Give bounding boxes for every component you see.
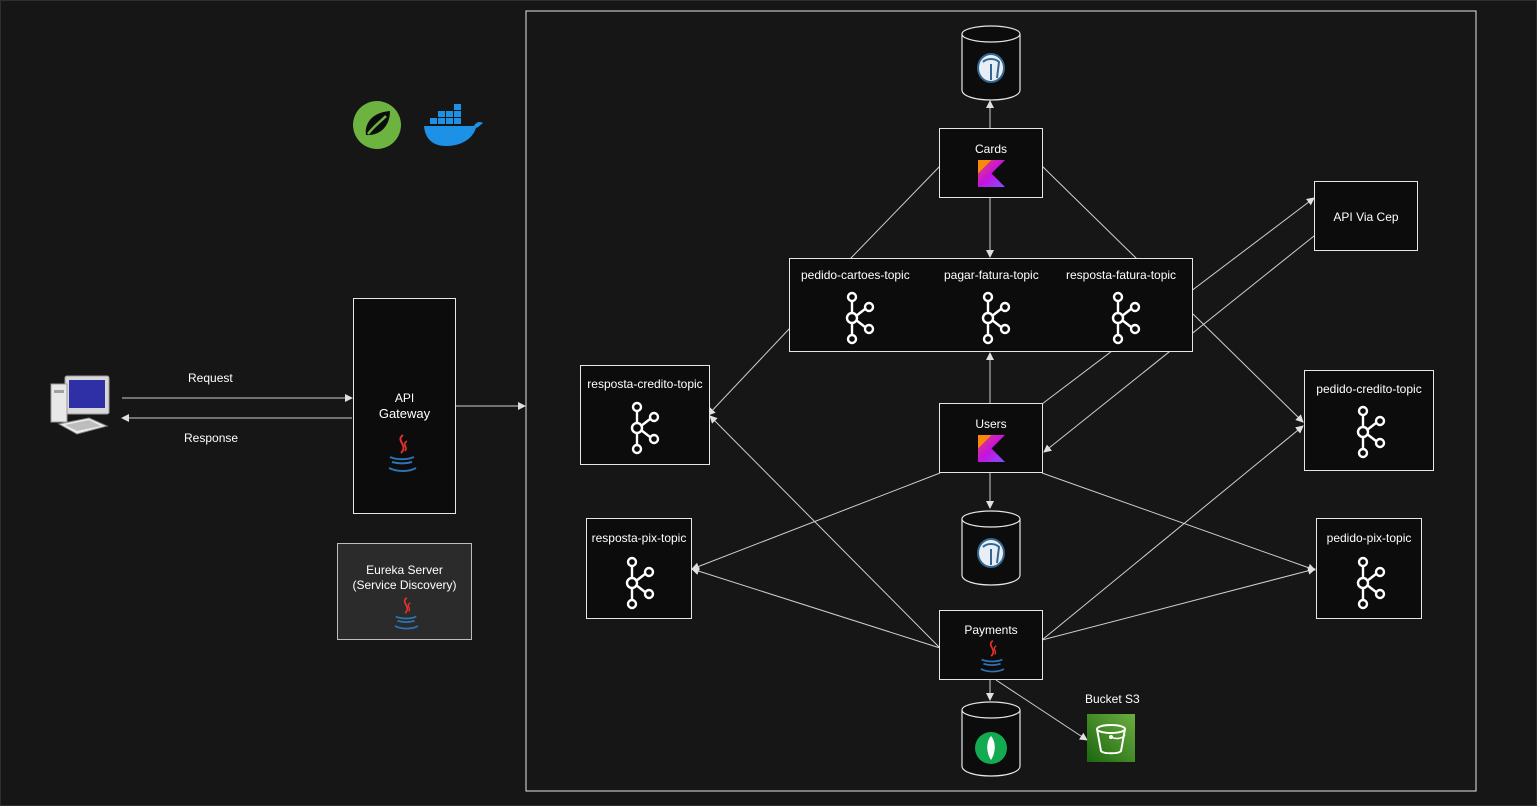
system-boundary <box>525 10 1477 792</box>
pagar-fatura-topic-label: pagar-fatura-topic <box>944 268 1039 282</box>
cards-resposta-fatura-line <box>1041 165 1138 260</box>
users-resposta-pix-arrow <box>691 472 941 571</box>
postgresql-logo-icon <box>961 25 1021 101</box>
payments-service-box[interactable]: Payments <box>939 610 1043 680</box>
docker-logo-icon <box>424 104 483 146</box>
gateway-label-line2: Gateway <box>378 406 431 421</box>
resposta-credito-topic-label: resposta-credito-topic <box>587 377 703 391</box>
pedido-cartoes-topic-label: pedido-cartoes-topic <box>801 268 910 282</box>
payments-pedido-credito-arrow <box>1041 425 1304 641</box>
users-label: Users <box>975 417 1007 431</box>
kafka-logo-icon <box>1111 291 1141 345</box>
api-via-cep-label: API Via Cep <box>1333 210 1399 224</box>
cards-service-box[interactable]: Cards <box>939 128 1043 198</box>
payments-resposta-credito-arrow <box>709 415 941 649</box>
s3-bucket-icon[interactable] <box>1087 714 1135 762</box>
pedido-credito-topic-box: pedido-credito-topic <box>1304 370 1434 471</box>
spring-logo-icon <box>353 101 401 149</box>
pedido-pix-topic-box: pedido-pix-topic <box>1316 518 1422 619</box>
topics-resposta-credito-arrow <box>707 327 791 416</box>
pedido-pix-topic-label: pedido-pix-topic <box>1326 531 1412 545</box>
java-logo-icon <box>394 597 419 630</box>
topic-group-box: pedido-cartoes-topic pagar-fatura-topic … <box>789 258 1193 352</box>
kafka-logo-icon <box>1356 556 1386 610</box>
topics-pedido-credito-arrow <box>1192 313 1304 423</box>
payments-label: Payments <box>964 623 1018 637</box>
resposta-fatura-topic-label: resposta-fatura-topic <box>1066 268 1177 282</box>
eureka-server-box[interactable]: Eureka Server (Service Discovery) <box>337 543 472 640</box>
kotlin-logo-icon <box>978 435 1005 462</box>
payments-pedido-pix-arrow <box>1041 566 1316 641</box>
api-via-cep-box[interactable]: API Via Cep <box>1314 181 1418 251</box>
request-label: Request <box>188 371 233 385</box>
bucket-s3-label: Bucket S3 <box>1085 692 1140 706</box>
users-service-box[interactable]: Users <box>939 403 1043 473</box>
computer-icon <box>50 375 110 435</box>
cards-label: Cards <box>974 142 1007 156</box>
users-pedido-pix-arrow <box>1041 472 1316 572</box>
kafka-logo-icon <box>630 401 660 455</box>
kafka-logo-icon <box>625 556 655 610</box>
mongodb-logo-icon <box>961 701 1021 777</box>
resposta-credito-topic-box: resposta-credito-topic <box>580 365 710 465</box>
postgresql-logo-icon <box>961 510 1021 586</box>
payments-s3-arrow <box>995 679 1088 741</box>
payments-resposta-pix-arrow <box>691 567 941 649</box>
pedido-credito-topic-label: pedido-credito-topic <box>1316 382 1422 396</box>
resposta-pix-topic-label: resposta-pix-topic <box>591 531 687 545</box>
kafka-logo-icon <box>845 291 875 345</box>
eureka-label-line2: (Service Discovery) <box>352 578 457 592</box>
gateway-label-line1: API <box>394 391 415 405</box>
response-label: Response <box>184 431 239 445</box>
kafka-logo-icon <box>981 291 1011 345</box>
api-gateway-box[interactable]: API Gateway <box>353 298 456 514</box>
java-logo-icon <box>980 640 1005 673</box>
kotlin-logo-icon <box>978 160 1005 187</box>
kafka-logo-icon <box>1356 405 1386 459</box>
java-logo-icon <box>388 434 417 472</box>
eureka-label-line1: Eureka Server <box>366 563 443 577</box>
resposta-pix-topic-box: resposta-pix-topic <box>586 518 692 619</box>
cards-pedido-cartoes-line <box>849 165 941 260</box>
